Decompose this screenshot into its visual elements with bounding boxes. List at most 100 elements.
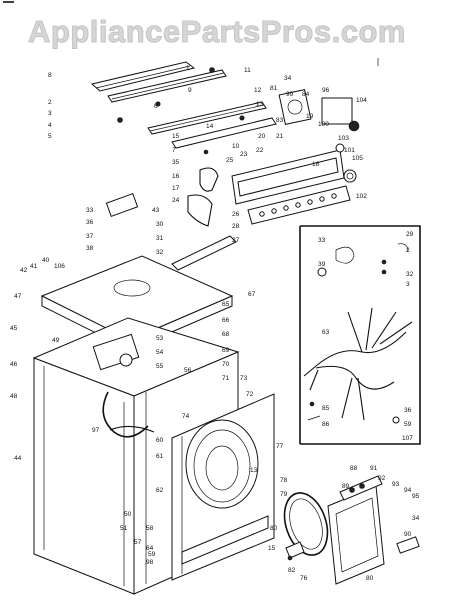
inset-small-parts <box>307 401 400 424</box>
callout-label: 2 <box>406 247 410 254</box>
callout-label: 72 <box>246 391 254 398</box>
callout-label: 107 <box>402 435 413 442</box>
callout-label: 74 <box>182 413 190 420</box>
callout-label: 77 <box>276 443 284 450</box>
callout-label: 31 <box>156 235 164 242</box>
callout-label: 14 <box>206 123 214 130</box>
callout-label: 80 <box>270 525 278 532</box>
callout-label: 54 <box>156 349 164 356</box>
wiring-inset-box <box>299 225 421 445</box>
callout-label: 25 <box>226 157 234 164</box>
callout-label: 80 <box>366 575 374 582</box>
callout-label: 15 <box>172 133 180 140</box>
callout-label: 28 <box>232 223 240 230</box>
callout-label: 32 <box>156 249 164 256</box>
door-gasket <box>283 492 329 556</box>
callout-label: 57 <box>134 539 142 546</box>
callout-label: 26 <box>232 211 240 218</box>
front-panel <box>171 393 275 581</box>
callout-label: 15 <box>268 545 276 552</box>
callout-label: 36 <box>86 219 94 226</box>
callout-label: 53 <box>156 335 164 342</box>
callout-labels: 8 2 3 4 5 1 11 12 13 14 15 9 6 7 35 16 1… <box>10 65 420 582</box>
callout-label: 24 <box>172 197 180 204</box>
callout-label: 88 <box>350 465 358 472</box>
door-assembly <box>327 475 420 585</box>
callout-label: 69 <box>222 347 230 354</box>
callout-label: 58 <box>146 525 154 532</box>
callout-label: 62 <box>156 487 164 494</box>
callout-label: 7 <box>172 147 176 154</box>
callout-label: 2 <box>48 99 52 106</box>
callout-label: 6 <box>154 103 158 110</box>
callout-label: 22 <box>256 147 264 154</box>
callout-label: 16 <box>172 173 180 180</box>
callout-label: 106 <box>54 263 65 270</box>
callout-label: 66 <box>222 317 230 324</box>
callout-label: 34 <box>412 515 420 522</box>
callout-label: 37 <box>86 233 94 240</box>
hinge-parts <box>285 541 305 561</box>
callout-label: 61 <box>156 453 164 460</box>
callout-label: 101 <box>344 147 355 154</box>
watermark-text: AppliancePartsPros.com <box>28 14 406 50</box>
callout-label: 79 <box>280 491 288 498</box>
callout-label: 102 <box>356 193 367 200</box>
callout-label: 51 <box>120 525 128 532</box>
callout-label: 36 <box>404 407 412 414</box>
callout-label: 27 <box>232 237 240 244</box>
callout-label: 65 <box>222 301 230 308</box>
console-rail <box>147 101 277 149</box>
callout-label: 21 <box>276 133 284 140</box>
callout-label: 76 <box>300 575 308 582</box>
callout-label: 95 <box>412 493 420 500</box>
callout-label: 23 <box>240 151 248 158</box>
callout-label: 38 <box>86 245 94 252</box>
hardware-top <box>117 67 245 271</box>
callout-label: 82 <box>288 567 296 574</box>
callout-label: 32 <box>406 271 414 278</box>
callout-label: 67 <box>248 291 256 298</box>
callout-label: 81 <box>270 85 278 92</box>
callout-label: 10 <box>232 143 240 150</box>
callout-label: 86 <box>322 421 330 428</box>
callout-label: 9 <box>188 87 192 94</box>
callout-label: 105 <box>352 155 363 162</box>
callout-label: 49 <box>52 337 60 344</box>
callout-label: 97 <box>92 427 100 434</box>
callout-label: 89 <box>342 483 350 490</box>
callout-label: 34 <box>284 75 292 82</box>
callout-label: 94 <box>404 487 412 494</box>
callout-label: 20 <box>258 133 266 140</box>
callout-label: 35 <box>172 159 180 166</box>
callout-label: 59 <box>404 421 412 428</box>
callout-label: 43 <box>152 207 160 214</box>
callout-label: 33 <box>318 237 326 244</box>
callout-label: 63 <box>322 329 330 336</box>
callout-label: 40 <box>42 257 50 264</box>
callout-label: 83 <box>276 117 284 124</box>
callout-label: 13 <box>250 467 258 474</box>
callout-label: 71 <box>222 375 230 382</box>
callout-label: 39 <box>318 261 326 268</box>
callout-label: 59 <box>148 551 156 558</box>
callout-label: 50 <box>124 511 132 518</box>
callout-label: 99 <box>286 91 294 98</box>
callout-label: 44 <box>14 455 22 462</box>
callout-label: 68 <box>222 331 230 338</box>
callout-label: 73 <box>240 375 248 382</box>
callout-label: 18 <box>312 161 320 168</box>
callout-label: 55 <box>156 363 164 370</box>
callout-label: 4 <box>48 122 52 129</box>
wire-harness <box>303 243 413 421</box>
callout-label: 3 <box>406 281 410 288</box>
console-top-trim <box>90 61 227 103</box>
callout-label: 45 <box>10 325 18 332</box>
callout-label: 85 <box>322 405 330 412</box>
callout-label: 103 <box>338 135 349 142</box>
console-panel <box>231 149 351 225</box>
callout-label: 1 <box>186 65 190 72</box>
callout-label: 42 <box>20 267 28 274</box>
